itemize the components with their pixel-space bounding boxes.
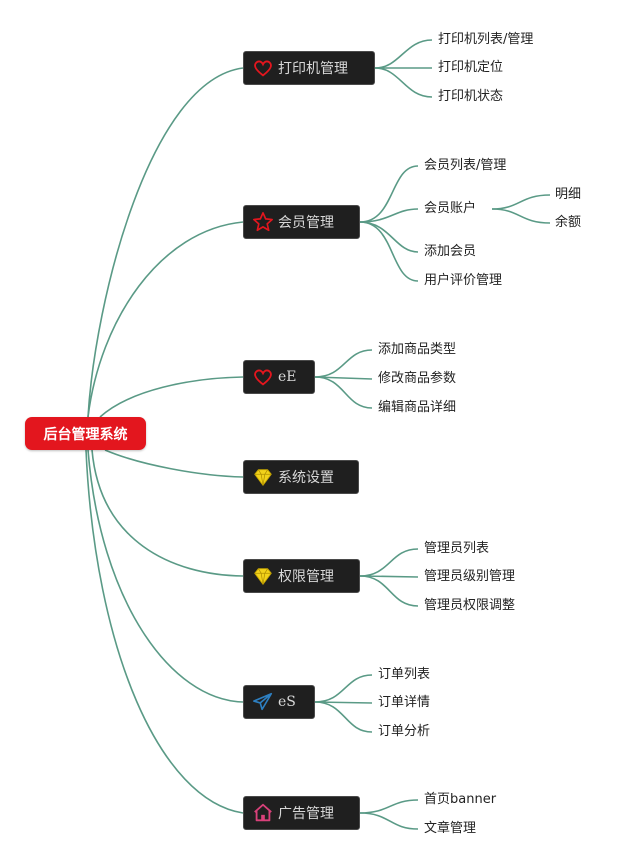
link-b0-c2 <box>374 67 433 98</box>
branch-label: 系统设置 <box>278 470 334 486</box>
link-root-b1 <box>87 221 244 418</box>
link-b6-c1 <box>359 812 419 830</box>
branch-label: eE <box>278 369 297 385</box>
paper-plane-icon <box>252 691 274 713</box>
leaf-b0-2[interactable]: 打印机状态 <box>438 89 504 104</box>
leaf-b6-1[interactable]: 文章管理 <box>424 821 477 836</box>
branch-node-settings[interactable]: 系统设置 <box>243 460 359 494</box>
root-node[interactable]: 后台管理系统 <box>25 417 146 450</box>
heart-icon <box>252 366 274 388</box>
root-label: 后台管理系统 <box>43 426 128 443</box>
link-root-b3 <box>104 449 244 478</box>
leaf-b4-1[interactable]: 管理员级别管理 <box>424 569 516 584</box>
leaf-b5-2[interactable]: 订单分析 <box>378 724 431 739</box>
link-b5-c0 <box>314 674 373 703</box>
branch-node-ads[interactable]: 广告管理 <box>243 796 360 830</box>
leaf-b6-0[interactable]: 首页banner <box>424 792 497 807</box>
branch-node-es[interactable]: eS <box>243 685 315 719</box>
link-b1-c1-g1 <box>491 208 551 224</box>
branch-label: 会员管理 <box>278 215 334 231</box>
link-b2-c1 <box>314 376 373 380</box>
link-b2-c0 <box>314 349 373 378</box>
leaf-b0-1[interactable]: 打印机定位 <box>438 60 504 75</box>
branch-label: 打印机管理 <box>278 61 348 77</box>
diamond-icon <box>252 565 274 587</box>
link-root-b6 <box>85 449 244 814</box>
link-root-b4 <box>91 449 244 577</box>
leaf-b1-0[interactable]: 会员列表/管理 <box>424 158 507 173</box>
branch-node-member[interactable]: 会员管理 <box>243 205 360 239</box>
link-b0-c0 <box>374 39 433 69</box>
link-root-b5 <box>87 449 244 703</box>
link-root-b2 <box>99 376 244 418</box>
leaf-b1-1-1[interactable]: 余额 <box>555 215 582 230</box>
link-b5-c2 <box>314 701 373 733</box>
link-b5-c1 <box>314 701 373 704</box>
leaf-b4-0[interactable]: 管理员列表 <box>424 541 490 556</box>
leaf-b2-0[interactable]: 添加商品类型 <box>378 342 457 357</box>
link-b4-c1 <box>359 575 419 578</box>
leaf-b2-1[interactable]: 修改商品参数 <box>378 371 457 386</box>
leaf-b2-2[interactable]: 编辑商品详细 <box>378 400 457 415</box>
leaf-b5-0[interactable]: 订单列表 <box>378 667 431 682</box>
home-icon <box>252 802 274 824</box>
leaf-b5-1[interactable]: 订单详情 <box>378 695 431 710</box>
link-b2-c2 <box>314 376 373 409</box>
leaf-b0-0[interactable]: 打印机列表/管理 <box>438 32 534 47</box>
leaf-b4-2[interactable]: 管理员权限调整 <box>424 598 516 613</box>
branch-label: eS <box>278 694 296 710</box>
link-b6-c0 <box>359 799 419 814</box>
leaf-b1-1[interactable]: 会员账户 <box>424 201 477 216</box>
link-b4-c2 <box>359 575 419 607</box>
link-b1-c1-g0 <box>491 194 551 210</box>
heart-icon <box>252 57 274 79</box>
branch-label: 权限管理 <box>278 569 334 585</box>
leaf-b1-2[interactable]: 添加会员 <box>424 244 477 259</box>
link-root-b0 <box>87 67 244 418</box>
branch-node-ee[interactable]: eE <box>243 360 315 394</box>
leaf-b1-1-0[interactable]: 明细 <box>555 187 582 202</box>
branch-label: 广告管理 <box>278 806 334 822</box>
star-icon <box>252 211 274 233</box>
branch-node-permission[interactable]: 权限管理 <box>243 559 360 593</box>
link-b1-c1 <box>359 208 419 223</box>
link-b4-c0 <box>359 548 419 577</box>
link-b1-c0 <box>359 165 419 223</box>
branch-node-printer[interactable]: 打印机管理 <box>243 51 375 85</box>
leaf-b1-3[interactable]: 用户评价管理 <box>424 273 503 288</box>
link-b1-c3 <box>359 221 419 282</box>
diamond-icon <box>252 466 274 488</box>
